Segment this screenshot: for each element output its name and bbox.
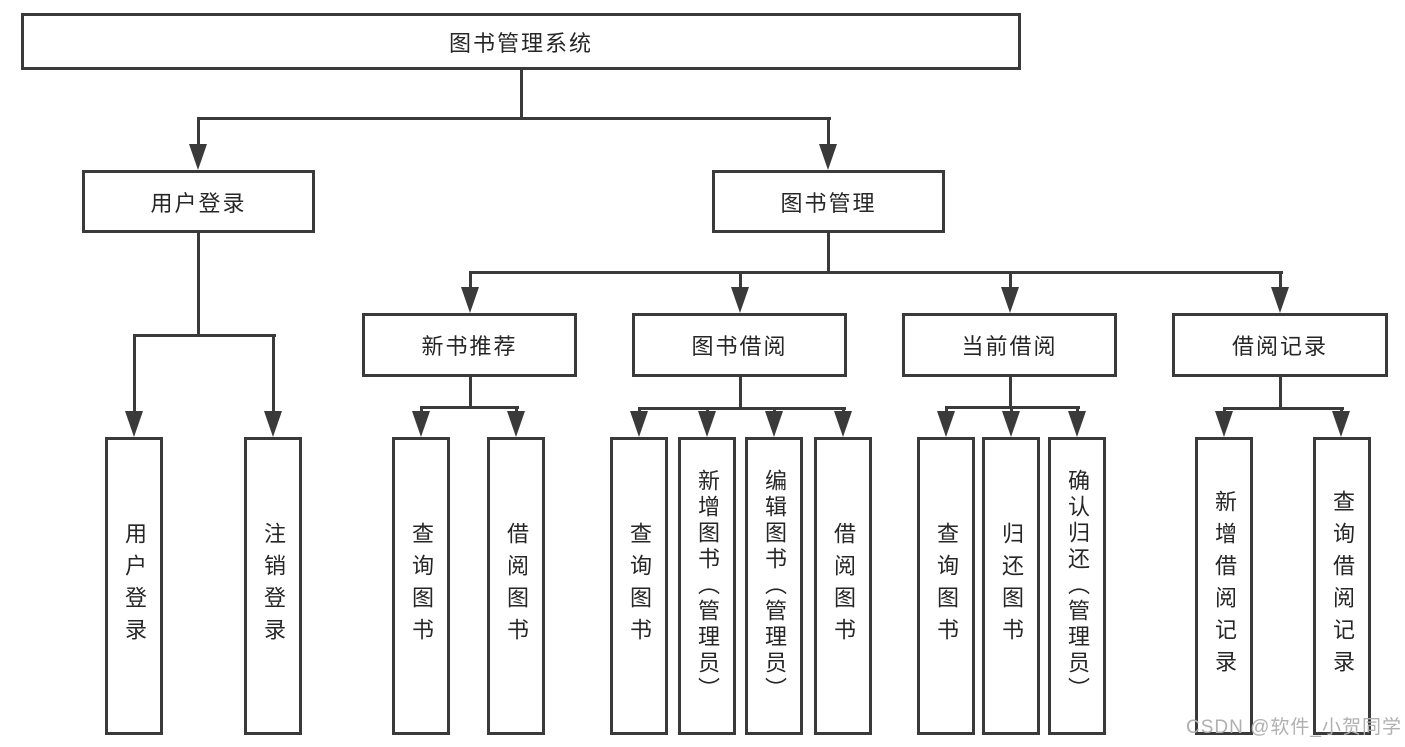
- connector-drop: [826, 118, 830, 148]
- node-label: 当前借阅: [961, 334, 1058, 359]
- node-current-borrowing: 当前借阅: [902, 313, 1117, 377]
- connector-stem: [1008, 377, 1012, 409]
- leaf-edit-books-admin: 编辑图书（管理员）: [745, 437, 803, 735]
- connector-drop: [1278, 272, 1282, 291]
- connector-stem: [1278, 377, 1282, 410]
- node-label: 图书借阅: [691, 334, 788, 359]
- connector-drop: [1008, 272, 1012, 291]
- leaf-borrow-books-borrowing: 借阅图书: [814, 437, 872, 735]
- leaf-logout: 注销登录: [244, 437, 302, 735]
- connector-arrowhead: [698, 411, 716, 437]
- node-label: 查询借阅记录: [1330, 490, 1355, 682]
- connector-arrowhead: [1271, 287, 1289, 313]
- connector-drop: [132, 335, 136, 415]
- connector-stem: [826, 233, 830, 274]
- connector-drop: [468, 272, 472, 291]
- connector-drop: [738, 272, 742, 291]
- leaf-query-books-recommend: 查询图书: [392, 437, 450, 735]
- connector-bar: [637, 406, 846, 410]
- leaf-query-books-current: 查询图书: [917, 437, 975, 735]
- connector-bar: [419, 405, 519, 409]
- leaf-query-books-borrowing: 查询图书: [610, 437, 668, 735]
- connector-stem: [738, 377, 742, 410]
- connector-bar: [132, 333, 276, 337]
- node-label: 注销登录: [261, 522, 286, 650]
- connector-drop: [271, 335, 275, 415]
- node-label: 新增图书（管理员）: [695, 469, 720, 703]
- node-new-book-recommendation: 新书推荐: [362, 313, 577, 377]
- connector-stem: [196, 233, 200, 337]
- connector-stem: [519, 70, 523, 120]
- connector-arrowhead: [1001, 287, 1019, 313]
- node-label: 编辑图书（管理员）: [762, 469, 787, 703]
- leaf-add-borrow-record: 新增借阅记录: [1195, 437, 1253, 735]
- leaf-confirm-return-admin: 确认归还（管理员）: [1048, 437, 1106, 735]
- node-label: 新书推荐: [421, 334, 518, 359]
- connector-arrowhead: [507, 411, 525, 437]
- connector-bar: [1222, 406, 1344, 410]
- node-label: 归还图书: [999, 522, 1024, 650]
- connector-arrowhead: [189, 144, 207, 170]
- connector-arrowhead: [125, 411, 143, 437]
- leaf-return-books: 归还图书: [982, 437, 1040, 735]
- connector-arrowhead: [765, 411, 783, 437]
- node-label: 查询图书: [934, 522, 959, 650]
- node-user-login: 用户登录: [82, 170, 315, 233]
- connector-arrowhead: [412, 411, 430, 437]
- connector-arrowhead: [264, 411, 282, 437]
- node-label: 借阅图书: [831, 522, 856, 650]
- csdn-watermark: CSDN @软件_小贺同学: [1186, 717, 1402, 738]
- node-label: 图书管理: [780, 190, 877, 216]
- connector-arrowhead: [461, 287, 479, 313]
- node-label: 借阅图书: [504, 522, 529, 650]
- node-label: 图书管理系统: [448, 30, 593, 56]
- node-label: 查询图书: [409, 522, 434, 650]
- leaf-query-borrow-record: 查询借阅记录: [1313, 437, 1371, 735]
- node-label: 借阅记录: [1231, 334, 1328, 359]
- connector-arrowhead: [834, 411, 852, 437]
- node-label: 确认归还（管理员）: [1065, 469, 1090, 703]
- connector-arrowhead: [1332, 411, 1350, 437]
- node-book-management: 图书管理: [712, 170, 945, 233]
- connector-arrowhead: [1068, 411, 1086, 437]
- node-label: 查询图书: [627, 522, 652, 650]
- connector-bar: [468, 270, 1283, 274]
- connector-arrowhead: [630, 411, 648, 437]
- connector-arrowhead: [1215, 411, 1233, 437]
- leaf-add-books-admin: 新增图书（管理员）: [678, 437, 736, 735]
- connector-drop: [196, 118, 200, 148]
- node-library-system: 图书管理系统: [21, 13, 1021, 70]
- node-label: 用户登录: [122, 522, 147, 650]
- node-label: 用户登录: [150, 190, 247, 216]
- node-borrowing-records: 借阅记录: [1172, 313, 1388, 377]
- connector-arrowhead: [731, 287, 749, 313]
- connector-stem: [468, 377, 472, 409]
- connector-bar: [196, 116, 831, 120]
- connector-arrowhead: [819, 144, 837, 170]
- connector-arrowhead: [937, 411, 955, 437]
- leaf-user-login: 用户登录: [105, 437, 163, 735]
- connector-arrowhead: [1002, 411, 1020, 437]
- node-book-borrowing: 图书借阅: [632, 313, 847, 377]
- leaf-borrow-books-recommend: 借阅图书: [487, 437, 545, 735]
- node-label: 新增借阅记录: [1212, 490, 1237, 682]
